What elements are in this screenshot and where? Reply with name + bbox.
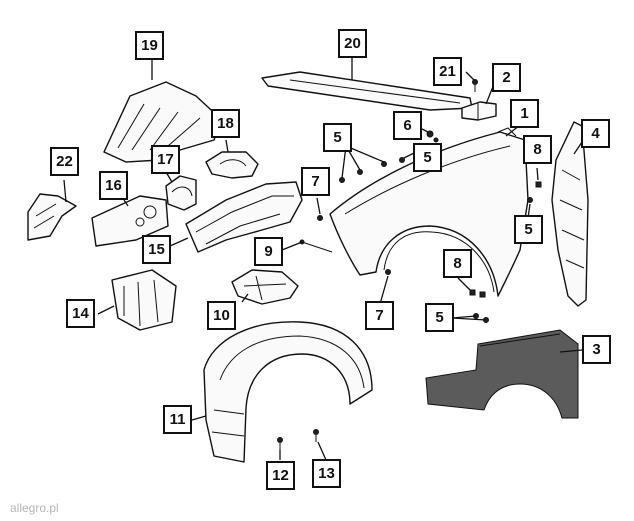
callout-16: 16 <box>99 171 128 200</box>
callout-7-upper-label: 7 <box>311 173 319 190</box>
part-3-foam-insulator <box>425 329 579 419</box>
callout-10: 10 <box>207 301 236 330</box>
callout-19: 19 <box>135 31 164 60</box>
part-22-bracket <box>27 193 77 241</box>
callout-3: 3 <box>582 335 611 364</box>
watermark: allegro.pl <box>10 501 59 515</box>
callout-16-label: 16 <box>105 177 122 194</box>
callout-8-upper: 8 <box>523 135 552 164</box>
part-4-shield <box>551 121 589 307</box>
callout-5-right-label: 5 <box>524 221 532 238</box>
callout-10-label: 10 <box>213 307 230 324</box>
callout-18-label: 18 <box>217 115 234 132</box>
part-21-bolt <box>472 79 478 92</box>
callout-15: 15 <box>142 235 171 264</box>
callout-12-label: 12 <box>272 467 289 484</box>
callout-14-label: 14 <box>72 305 89 322</box>
part-17-bracket <box>165 175 197 211</box>
part-5-fasteners-top <box>339 157 405 183</box>
part-5-screws-lower <box>473 313 489 323</box>
callout-8-lower: 8 <box>443 249 472 278</box>
callout-19-label: 19 <box>141 37 158 54</box>
callout-18: 18 <box>211 109 240 138</box>
callout-6-label: 6 <box>403 117 411 134</box>
callout-5-mid: 5 <box>413 143 442 172</box>
part-8-clip-upper <box>535 181 542 188</box>
part-1-fender <box>329 127 529 297</box>
part-12-screw <box>277 437 283 450</box>
part-9-rod <box>299 239 333 253</box>
callout-5-lower-label: 5 <box>435 309 443 326</box>
callout-2-label: 2 <box>502 69 510 86</box>
callout-11-label: 11 <box>170 411 186 428</box>
callout-22: 22 <box>50 147 79 176</box>
callout-7-lower-label: 7 <box>375 307 383 324</box>
callout-22-label: 22 <box>56 153 73 170</box>
callout-4: 4 <box>581 119 610 148</box>
callout-8-upper-label: 8 <box>533 141 541 158</box>
part-10-bracket <box>231 269 299 305</box>
part-7-screw-upper <box>317 215 323 221</box>
part-16-bracket <box>91 195 169 247</box>
part-14-bracket <box>111 269 177 331</box>
part-18-mount <box>205 151 259 179</box>
part-5-screw-right <box>527 197 533 203</box>
callout-20: 20 <box>338 29 367 58</box>
callout-5-top-label: 5 <box>333 129 341 146</box>
callout-5-mid-label: 5 <box>423 149 431 166</box>
callout-13: 13 <box>312 459 341 488</box>
callout-2: 2 <box>492 63 521 92</box>
callout-4-label: 4 <box>591 125 600 142</box>
callout-17-label: 17 <box>157 151 174 168</box>
callout-5-right: 5 <box>514 215 543 244</box>
callout-3-label: 3 <box>592 341 600 358</box>
callout-11: 11 <box>163 405 192 434</box>
callout-8-lower-label: 8 <box>453 255 461 272</box>
part-7-screw-lower <box>385 269 391 275</box>
part-13-clip <box>313 429 319 442</box>
callout-7-lower: 7 <box>365 301 394 330</box>
callout-21-label: 21 <box>439 63 456 80</box>
callout-9: 9 <box>254 237 283 266</box>
callout-13-label: 13 <box>318 465 335 482</box>
callout-20-label: 20 <box>344 35 361 52</box>
part-8-clip-lower <box>469 289 486 298</box>
callout-1: 1 <box>510 99 539 128</box>
callout-14: 14 <box>66 299 95 328</box>
part-15-rail <box>185 181 303 253</box>
part-6-clip <box>426 130 439 143</box>
callout-5-top: 5 <box>323 123 352 152</box>
callout-15-label: 15 <box>148 241 165 258</box>
callout-7-upper: 7 <box>301 167 330 196</box>
callout-5-lower: 5 <box>425 303 454 332</box>
callout-17: 17 <box>151 145 180 174</box>
callout-1-label: 1 <box>520 105 528 122</box>
part-11-wheelhouse-liner <box>203 321 373 463</box>
callout-21: 21 <box>433 57 462 86</box>
callout-9-label: 9 <box>264 243 272 260</box>
part-2-bracket <box>461 101 497 121</box>
callout-12: 12 <box>266 461 295 490</box>
callout-6: 6 <box>393 111 422 140</box>
